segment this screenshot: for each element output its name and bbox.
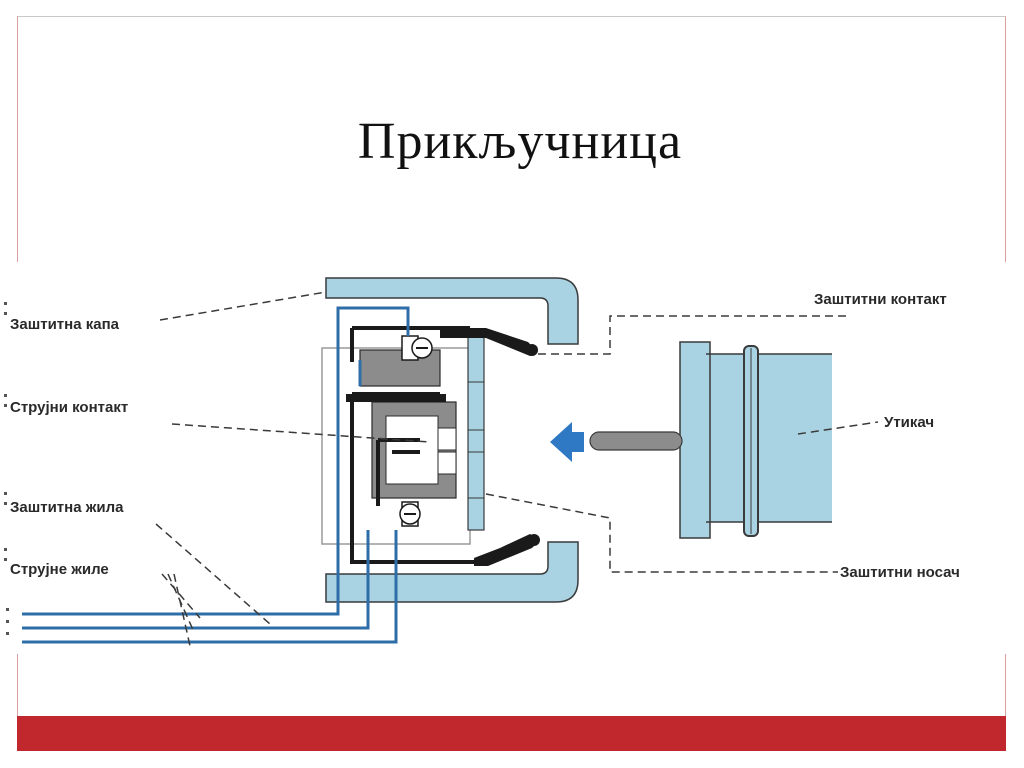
insertion-arrow-icon bbox=[550, 422, 584, 462]
edge-marks bbox=[4, 302, 9, 635]
leader-plug bbox=[797, 421, 879, 435]
label-protective-contact: Заштитни контакт bbox=[814, 291, 947, 308]
leader-current-wires-3 bbox=[173, 573, 191, 647]
lower-screw bbox=[399, 501, 421, 527]
protective-cap-bottom bbox=[325, 541, 579, 603]
label-protective-wire: Заштитна жила bbox=[10, 499, 124, 516]
label-protective-holder: Заштитни носач bbox=[840, 564, 960, 581]
socket-diagram: Заштитна капа Струјни контакт Заштитна ж… bbox=[0, 262, 1024, 654]
lower-protective-spring bbox=[474, 534, 540, 566]
slide-title: Прикључница bbox=[357, 113, 683, 170]
plug-collar bbox=[679, 341, 711, 539]
label-current-contact: Струјни контакт bbox=[10, 399, 128, 416]
upper-protective-spring bbox=[440, 328, 538, 356]
label-plug: Утикач bbox=[884, 414, 934, 431]
plug-body bbox=[706, 354, 832, 522]
plug-pin bbox=[589, 431, 683, 451]
leader-protective-contact bbox=[538, 315, 846, 355]
leader-current-contact bbox=[171, 423, 431, 443]
leader-protective-wire bbox=[155, 523, 271, 625]
label-current-wires: Струјне жиле bbox=[10, 561, 109, 578]
accent-bar bbox=[17, 716, 1006, 751]
label-protective-cap: Заштитна капа bbox=[10, 316, 120, 333]
leader-protective-cap bbox=[159, 291, 327, 321]
upper-screw bbox=[401, 335, 433, 361]
protective-cap-top bbox=[325, 277, 579, 345]
leader-current-wires-1 bbox=[161, 573, 201, 619]
